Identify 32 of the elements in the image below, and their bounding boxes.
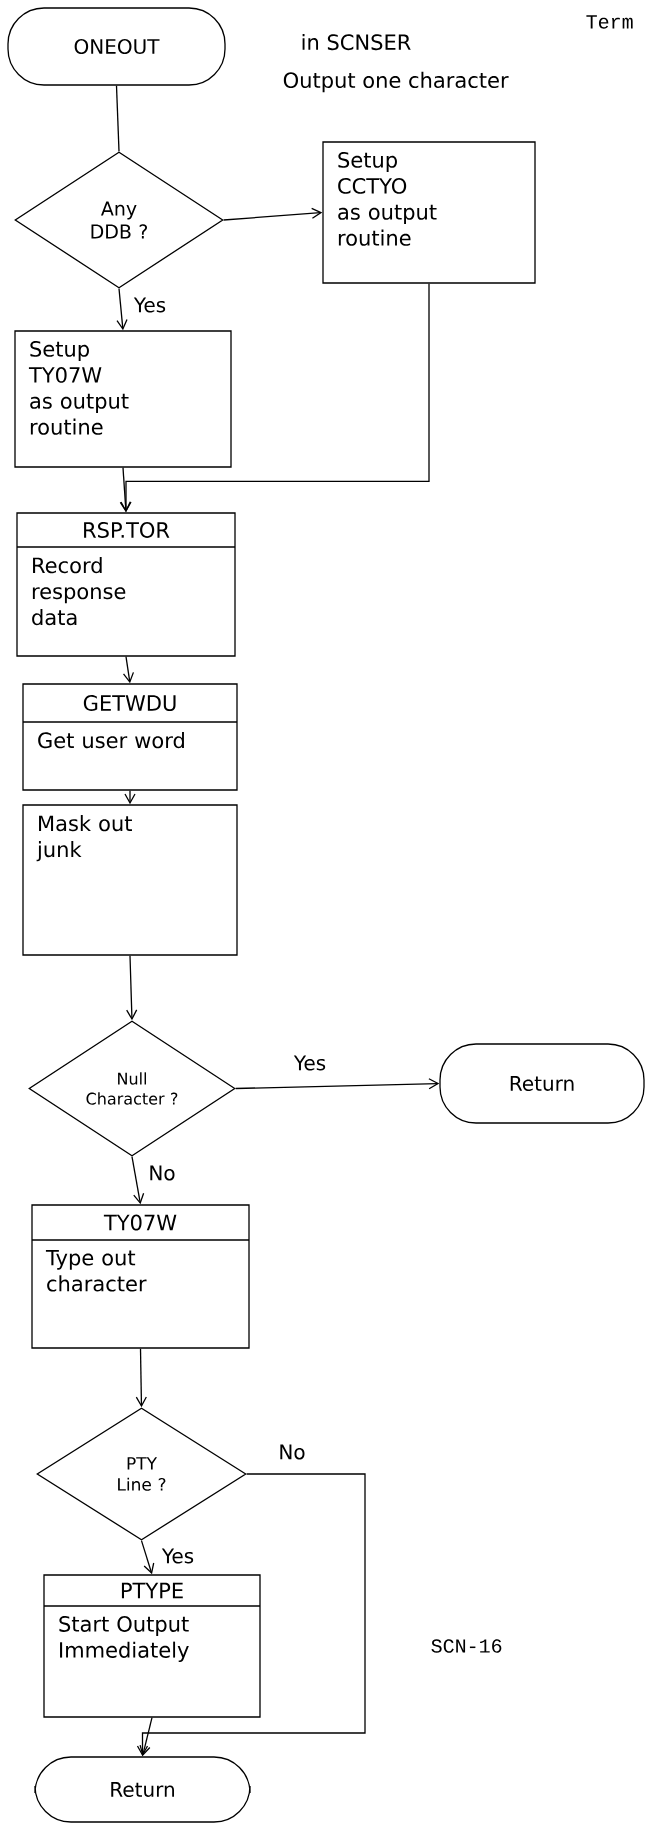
arrow xyxy=(124,790,136,805)
process-box: GETWDU Get user word xyxy=(22,683,238,791)
arrow xyxy=(223,207,323,221)
edge-label: No xyxy=(147,1164,177,1182)
edge-label: No xyxy=(277,1443,307,1461)
edge-label: Yes xyxy=(292,1054,328,1072)
process-box: Setup TY07W as output routine xyxy=(14,330,232,468)
edge-label: Yes xyxy=(160,1547,196,1565)
arrow xyxy=(235,1078,440,1090)
page-label: Term xyxy=(586,15,633,29)
arrow xyxy=(120,283,430,513)
arrow xyxy=(131,1156,145,1205)
process-box: Setup CCTYO as output routine xyxy=(322,141,536,284)
terminal: Return xyxy=(34,1756,251,1823)
terminal: ONEOUT xyxy=(7,7,226,86)
note: in SCNSER xyxy=(302,33,411,51)
arrow xyxy=(126,955,138,1021)
arrow xyxy=(139,1717,153,1757)
process-box: RSP.TOR Record response data xyxy=(16,512,236,657)
arrow xyxy=(140,1540,155,1575)
terminal: Return xyxy=(439,1043,645,1124)
process-box: Mask out junk xyxy=(22,804,238,956)
edge-label: Yes xyxy=(132,296,168,314)
note: Output one character xyxy=(283,71,509,93)
process-box: PTYPE Start Output Immediately xyxy=(43,1574,261,1718)
arrow xyxy=(122,656,135,684)
arrow xyxy=(136,1473,366,1757)
page-label: SCN-16 xyxy=(431,1639,502,1653)
arrow xyxy=(119,467,131,513)
arrow xyxy=(135,1348,147,1408)
arrow xyxy=(116,288,128,331)
process-box: TY07W Type out character xyxy=(31,1204,250,1349)
